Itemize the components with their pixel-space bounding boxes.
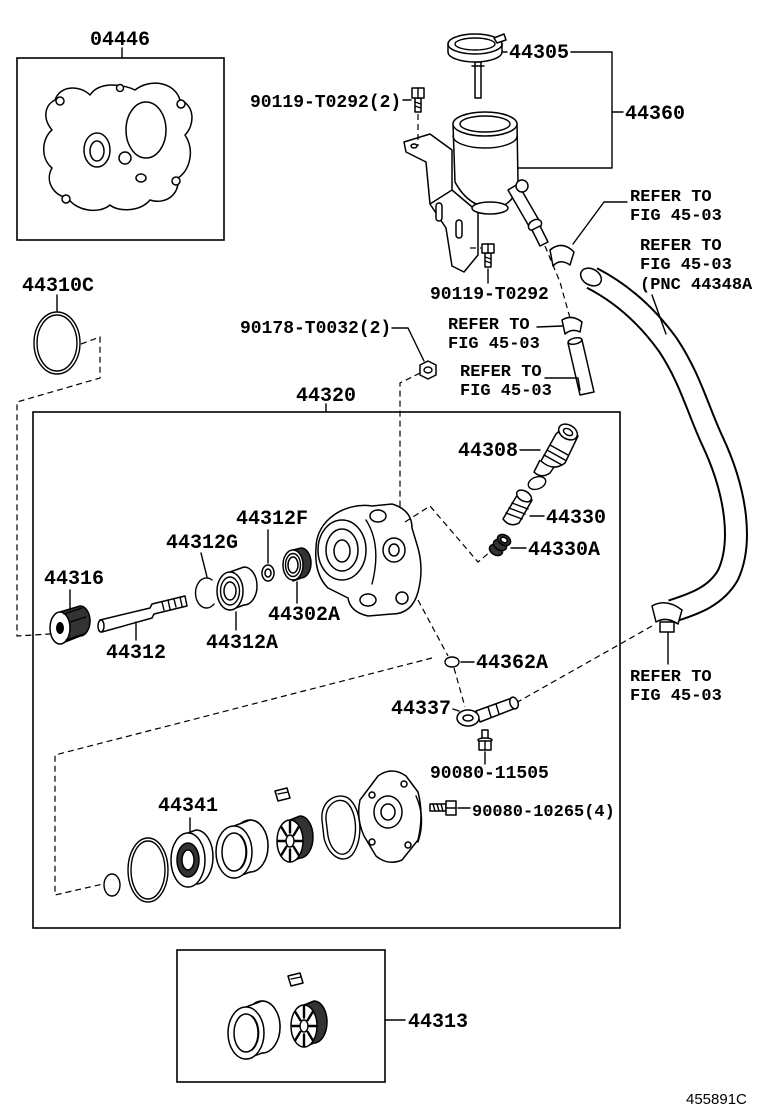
reference-5-line1: REFER TO (630, 668, 712, 687)
clamp-lower (651, 602, 683, 633)
label-cam-ring-kit: 44313 (408, 1011, 468, 1034)
cam-ring-drawing (215, 819, 269, 879)
label-pump-assembly: 44320 (296, 385, 356, 408)
bearing-drawing (216, 566, 258, 611)
o-ring-small-drawing (103, 873, 121, 897)
reference-3-line2: FIG 45-03 (448, 335, 540, 354)
nut-drawing (419, 360, 437, 380)
reference-4-line2: FIG 45-03 (460, 382, 552, 401)
return-hose-drawing (579, 267, 748, 623)
fitting-bolt-drawing (477, 729, 493, 751)
label-fitting-o-ring: 44362A (476, 652, 548, 675)
rotor-drawing (275, 814, 315, 864)
label-seal: 44302A (268, 604, 340, 627)
housing-bolt-drawing (429, 800, 457, 816)
label-gasket-kit: 04446 (90, 29, 150, 52)
fitting-o-ring-drawing (444, 656, 460, 668)
label-reservoir: 44360 (625, 103, 685, 126)
shaft-drawing (97, 595, 188, 633)
fitting-drawing (456, 696, 520, 727)
label-valve: 44330 (546, 507, 606, 530)
label-o-ring: 44310C (22, 275, 94, 298)
reference-3-line1: REFER TO (448, 316, 530, 335)
pump-body-drawing (315, 503, 422, 617)
kit-vane-drawing (287, 972, 304, 987)
clamp-upper (549, 244, 575, 267)
kit-rotor-drawing (289, 999, 329, 1049)
reference-4-line1: REFER TO (460, 363, 542, 382)
snap-ring-drawing (194, 577, 215, 609)
valve-drawing (502, 489, 533, 526)
kit-cam-ring-drawing (227, 1000, 281, 1060)
side-plate-drawing (170, 829, 214, 888)
label-shaft: 44312 (106, 642, 166, 665)
bolt-bracket-drawing (481, 243, 495, 268)
reference-1-line2: FIG 45-03 (630, 207, 722, 226)
label-fitting: 44337 (391, 698, 451, 721)
gasket-kit-group: 04446 (16, 29, 225, 241)
cam-ring-kit-group: 44313 (176, 949, 468, 1083)
connector-o-ring (527, 475, 547, 491)
reference-2-line3: (PNC 44348A (640, 276, 753, 295)
pump-assembly-group: 44320 44316 44312 (32, 385, 621, 929)
reference-1-line1: REFER TO (630, 188, 712, 207)
label-bearing: 44312A (206, 632, 278, 655)
bolt-top-drawing (411, 87, 425, 113)
label-nut: 90178-T0032(2) (240, 319, 391, 339)
hose-short-drawing (567, 336, 595, 396)
diagram-code: 455891C (686, 1091, 747, 1108)
o-ring-large-drawing (127, 837, 169, 903)
seal-drawing (282, 547, 312, 582)
label-ring-small: 44312F (236, 508, 308, 531)
bushing-drawing (49, 605, 91, 645)
spring-drawing (488, 533, 512, 557)
gasket-rear-drawing (321, 795, 361, 860)
reference-2-line2: FIG 45-03 (640, 256, 732, 275)
rear-housing-drawing (357, 770, 423, 863)
reference-5-line2: FIG 45-03 (630, 687, 722, 706)
vane-drawing (274, 787, 291, 802)
reservoir-drawing (403, 111, 549, 273)
label-bolt-top: 90119-T0292(2) (250, 93, 401, 113)
reservoir-group: 90119-T0292(2) 90119-T0292 44305 44360 (250, 33, 685, 305)
label-bolt-bracket: 90119-T0292 (430, 285, 549, 305)
reservoir-cap-drawing (447, 33, 507, 99)
label-spring: 44330A (528, 539, 600, 562)
label-bushing: 44316 (44, 568, 104, 591)
ring-small-drawing (261, 564, 275, 582)
connector-drawing (533, 423, 579, 477)
clamp-middle (561, 316, 583, 335)
hose-group: REFER TO FIG 45-03 REFER TO FIG 45-03 (P… (448, 188, 753, 706)
reference-2-line1: REFER TO (640, 237, 722, 256)
label-cap: 44305 (509, 42, 569, 65)
gasket-kit-box (16, 57, 225, 241)
gasket-drawing (43, 82, 193, 212)
label-fitting-bolt: 90080-11505 (430, 764, 549, 784)
label-snap-ring: 44312G (166, 532, 238, 555)
label-side-plate: 44341 (158, 795, 218, 818)
label-connector: 44308 (458, 440, 518, 463)
o-ring-group: 44310C (16, 275, 101, 637)
label-housing-bolt: 90080-10265(4) (472, 803, 615, 822)
nut-group: 90178-T0032(2) (240, 319, 437, 510)
cam-ring-kit-box (176, 949, 386, 1083)
